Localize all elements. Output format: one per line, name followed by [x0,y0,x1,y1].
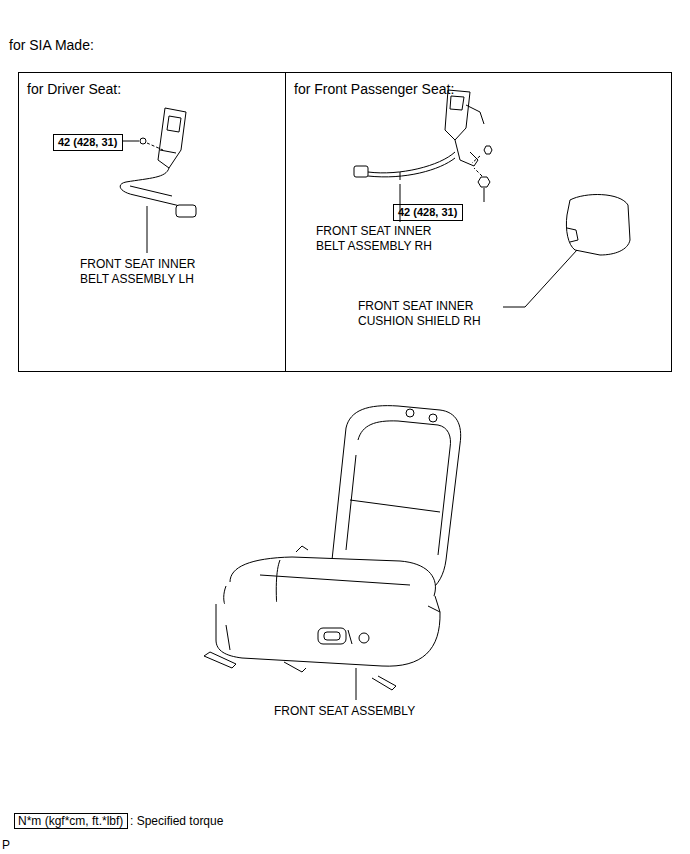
torque-box: 42 (428, 31) [393,204,463,221]
part-name: FRONT SEAT INNER BELT ASSEMBLY RH [316,224,456,254]
seat-drawing [204,406,461,700]
part-name: FRONT SEAT ASSEMBLY [274,704,415,719]
unit-text: N*m (kgf*cm, ft.*lbf) [15,814,127,828]
unit-box: N*m (kgf*cm, ft.*lbf) [14,813,128,829]
legend-note: : Specified torque [130,814,223,829]
part-name: FRONT SEAT INNER BELT ASSEMBLY LH [80,257,220,287]
panel-box: for Driver Seat: 42 (428, 31) [18,72,286,372]
torque-value: 42 (428, 31) [54,135,122,150]
page-code: P [2,838,10,853]
shield-drawing [503,195,630,307]
torque-box: 42 (428, 31) [53,134,123,151]
part-name: FRONT SEAT INNER CUSHION SHIELD RH [358,299,503,329]
page-title: for SIA Made: [9,37,94,54]
belt-lh-drawing [120,108,196,253]
panel-heading: for Front Passenger Seat: [286,73,671,98]
panel-heading: for Driver Seat: [19,73,285,98]
torque-value: 42 (428, 31) [394,205,462,220]
